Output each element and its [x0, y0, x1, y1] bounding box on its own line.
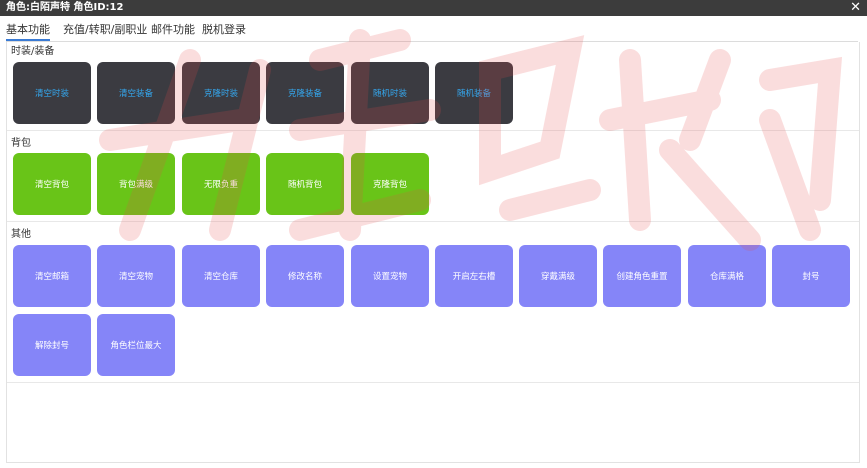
open-side-slots-button[interactable]: 开启左右槽: [435, 245, 513, 307]
unban-account-button[interactable]: 解除封号: [13, 314, 91, 376]
section-label-other: 其他: [11, 229, 31, 240]
reset-character-creation-button[interactable]: 创建角色重置: [603, 245, 681, 307]
window-title: 角色:白陌声特 角色ID:12: [6, 2, 124, 13]
clear-pets-button[interactable]: 清空宠物: [97, 245, 175, 307]
max-character-slots-button[interactable]: 角色栏位最大: [97, 314, 175, 376]
clone-bag-button[interactable]: 克隆背包: [351, 153, 429, 215]
clone-equipment-button[interactable]: 克隆装备: [266, 62, 344, 124]
unlimited-weight-button[interactable]: 无限负重: [182, 153, 260, 215]
random-fashion-button[interactable]: 随机时装: [351, 62, 429, 124]
tab-mail[interactable]: 邮件功能: [151, 23, 195, 36]
section-divider: [7, 221, 859, 222]
tab-offline-login[interactable]: 脱机登录: [202, 23, 246, 36]
clear-warehouse-button[interactable]: 清空仓库: [182, 245, 260, 307]
section-divider: [7, 382, 859, 383]
section-label-bag: 背包: [11, 138, 31, 149]
section-divider: [7, 130, 859, 131]
wear-max-level-button[interactable]: 穿戴满级: [519, 245, 597, 307]
set-pet-button[interactable]: 设置宠物: [351, 245, 429, 307]
bag-max-level-button[interactable]: 背包满级: [97, 153, 175, 215]
clear-bag-button[interactable]: 清空背包: [13, 153, 91, 215]
random-bag-button[interactable]: 随机背包: [266, 153, 344, 215]
ban-account-button[interactable]: 封号: [772, 245, 850, 307]
tab-recharge[interactable]: 充值/转职/副职业: [63, 23, 148, 36]
section-label-fashion: 时装/装备: [11, 46, 55, 57]
title-bar: 角色:白陌声特 角色ID:12 ✕: [0, 0, 867, 16]
random-equipment-button[interactable]: 随机装备: [435, 62, 513, 124]
tab-underline-divider: [6, 41, 858, 42]
clear-fashion-button[interactable]: 清空时装: [13, 62, 91, 124]
tab-content-basic: 时装/装备 清空时装 清空装备 克隆时装 克隆装备 随机时装 随机装备 背包 清…: [6, 42, 860, 463]
clear-equipment-button[interactable]: 清空装备: [97, 62, 175, 124]
rename-button[interactable]: 修改名称: [266, 245, 344, 307]
warehouse-full-button[interactable]: 仓库满格: [688, 245, 766, 307]
clone-fashion-button[interactable]: 克隆时装: [182, 62, 260, 124]
clear-mailbox-button[interactable]: 清空邮箱: [13, 245, 91, 307]
close-icon[interactable]: ✕: [850, 0, 861, 15]
tab-basic[interactable]: 基本功能: [6, 22, 50, 41]
